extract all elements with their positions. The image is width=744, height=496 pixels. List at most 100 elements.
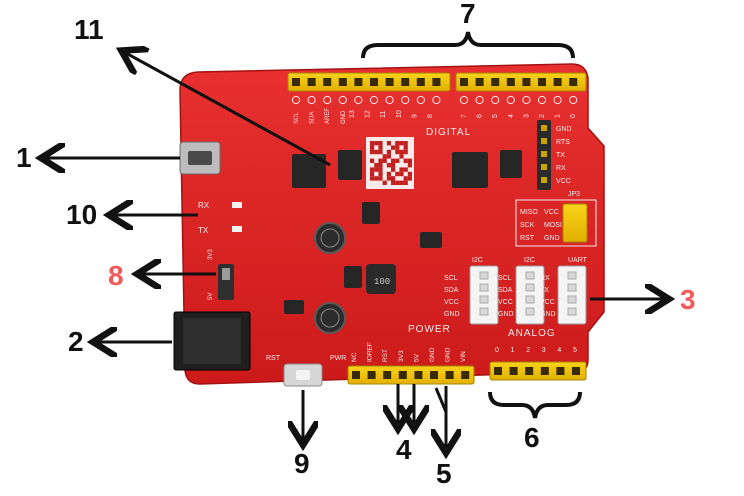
qr-cell	[382, 180, 387, 185]
analog-header	[489, 361, 587, 381]
qr-cell	[403, 167, 408, 172]
header-pin-hole	[538, 78, 546, 86]
pin-pad	[537, 95, 547, 105]
power-label: POWER	[408, 324, 451, 335]
i2c-label-right: I2C	[524, 257, 535, 264]
reset-button-cap	[296, 370, 310, 380]
small-ic-4	[284, 300, 304, 314]
qr-cell	[403, 141, 408, 146]
header-pin-hole	[540, 367, 549, 375]
qr-cell	[382, 158, 387, 163]
callout-11: 11	[74, 14, 104, 45]
pin-pad	[354, 95, 363, 105]
qr-cell	[378, 163, 383, 168]
i2c-label-left: I2C	[472, 257, 483, 264]
qr-cell	[395, 145, 400, 150]
digital-pin-label: 6	[477, 114, 484, 118]
qr-cell	[370, 167, 375, 172]
callout-6: 6	[524, 422, 540, 453]
grove-pin-label: TX	[540, 287, 549, 294]
qr-cell	[370, 145, 375, 150]
qr-cell	[378, 149, 383, 155]
pin-pad	[432, 95, 441, 105]
capacitor-1	[314, 222, 346, 254]
power-pin-label: RST	[382, 349, 389, 362]
analog-pin-label: 5	[573, 347, 577, 354]
analog-pin-label: 2	[526, 347, 530, 354]
qr-cell	[374, 141, 379, 146]
uart-header-label: TX	[556, 152, 565, 159]
power-pin-label: IOREF	[367, 342, 374, 362]
qr-cell	[378, 158, 383, 163]
digital-pin-label: 4	[508, 114, 515, 118]
isp-label: GND	[544, 235, 560, 242]
header-pin-label: SCL	[294, 112, 300, 124]
brace-7	[361, 31, 575, 59]
qr-cell	[399, 180, 404, 185]
pin-pad	[338, 95, 347, 105]
digital-pin-label: 10	[396, 110, 403, 118]
uart-header-pin	[541, 164, 547, 170]
header-pin-hole	[445, 371, 454, 379]
qr-cell	[403, 180, 408, 185]
digital-pin-label: 13	[349, 110, 356, 118]
analog-pin-label: 3	[542, 347, 546, 354]
isp-outline	[515, 199, 597, 247]
uart-header-label: RX	[556, 165, 566, 172]
qr-cell	[374, 149, 379, 155]
qr-cell	[391, 158, 396, 163]
grove-pin-label: SCL	[444, 275, 458, 282]
small-ic	[362, 202, 380, 224]
header-pin-hole	[569, 78, 578, 86]
header-pin-hole	[553, 78, 562, 86]
capacitor-2-top	[320, 308, 340, 328]
uart-header-pin	[541, 138, 547, 144]
power-pin-label: 5V	[413, 353, 420, 362]
grove-pin-label: GND	[540, 311, 556, 318]
qr-cell	[382, 154, 387, 159]
qr-cell	[399, 167, 404, 172]
rst-label: RST	[266, 355, 281, 362]
grove-pin-label: SCL	[498, 275, 512, 282]
grove-pin	[525, 271, 535, 280]
qr-cell	[374, 167, 379, 172]
small-ic-3	[420, 232, 442, 248]
callout-3: 3	[680, 284, 696, 315]
qr-cell	[395, 149, 400, 155]
uart-label: UART	[568, 257, 588, 264]
qr-cell	[370, 141, 375, 146]
arrow-5a	[434, 387, 448, 413]
qr-cell	[386, 154, 391, 159]
regulator-chip-2	[500, 150, 522, 178]
qr-cell	[407, 171, 412, 177]
pin-pad	[291, 95, 301, 105]
isp-jumper-block	[562, 203, 588, 243]
grove-i2c-left	[469, 265, 499, 325]
header-pin-hole	[416, 78, 425, 86]
grove-pin-label: SDA	[444, 287, 459, 294]
callout-9: 9	[294, 448, 310, 479]
capacitor-2	[314, 302, 346, 334]
uart-header-label: VCC	[556, 178, 571, 185]
power-pin-label: 3V3	[398, 350, 405, 362]
qr-cell	[407, 176, 412, 181]
rx-led	[232, 202, 242, 208]
grove-pin-label: SDA	[498, 287, 513, 294]
usb-port-opening	[188, 151, 212, 165]
grove-pin	[567, 283, 577, 292]
digital-pin-label: 9	[411, 114, 418, 118]
grove-i2c-right	[515, 265, 545, 325]
pin-pad	[553, 95, 562, 105]
grove-pin-label: GND	[444, 311, 460, 318]
pin-pad	[416, 95, 425, 105]
small-ic-2	[344, 266, 362, 288]
grove-pin-label: VCC	[498, 299, 513, 306]
pin-pad	[369, 95, 379, 105]
digital-pin-label: 3	[523, 114, 530, 118]
header-pin-hole	[460, 78, 468, 86]
switch-label-3v3: 3V3	[208, 249, 214, 260]
grove-pin	[479, 295, 489, 304]
grove-uart	[557, 265, 587, 325]
header-pin-hole	[354, 78, 363, 86]
qr-cell	[399, 154, 404, 159]
